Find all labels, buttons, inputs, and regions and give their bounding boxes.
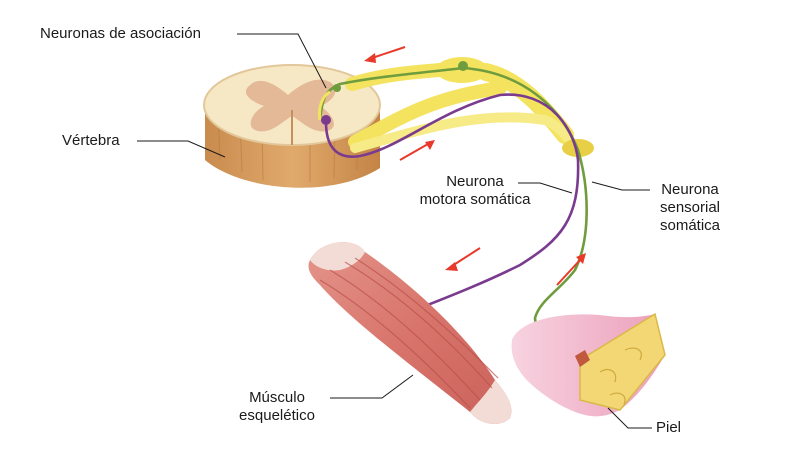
leader-sensory bbox=[591, 181, 650, 191]
muscle-tendon-top bbox=[310, 242, 365, 271]
label-skin: Piel bbox=[656, 419, 682, 436]
skeletal-muscle bbox=[308, 242, 512, 424]
arrow-ventral bbox=[399, 140, 435, 161]
ventral-root-extension bbox=[350, 112, 583, 157]
label-motor-neuron: Neurona motora somática bbox=[400, 173, 550, 209]
ventral-root bbox=[348, 81, 507, 149]
leader-skin bbox=[607, 407, 652, 429]
label-sensory-neuron: Neurona sensorial somática bbox=[650, 181, 730, 235]
motor-cell-body bbox=[321, 115, 331, 125]
label-muscle: Músculo esquelético bbox=[222, 389, 332, 425]
arrow-motor bbox=[445, 247, 481, 271]
label-motor-neuron-line2: motora somática bbox=[419, 191, 531, 208]
leader-vertebra bbox=[137, 140, 226, 158]
spinal-nerve bbox=[345, 57, 594, 157]
label-sensory-neuron-line2: sensorial bbox=[659, 199, 721, 216]
leader-association bbox=[237, 33, 327, 89]
label-sensory-neuron-line1: Neurona bbox=[661, 181, 719, 198]
gray-matter bbox=[245, 79, 336, 132]
label-vertebra: Vértebra bbox=[62, 132, 120, 149]
skin-section bbox=[511, 312, 666, 417]
label-association-neurons: Neuronas de asociación bbox=[40, 25, 201, 42]
association-neuron bbox=[318, 84, 341, 121]
skin-surface-layer bbox=[575, 350, 590, 367]
leader-muscle bbox=[330, 374, 414, 399]
association-axon bbox=[318, 90, 331, 121]
association-synapse bbox=[333, 84, 341, 92]
label-muscle-line1: Músculo bbox=[249, 389, 305, 406]
label-muscle-line2: esquelético bbox=[239, 407, 315, 424]
muscle-tendon-bottom bbox=[470, 380, 512, 424]
arrow-dorsal bbox=[364, 46, 406, 63]
motor-axon bbox=[324, 93, 580, 314]
skin-fat-cells bbox=[599, 347, 642, 405]
muscle-fibers bbox=[319, 257, 499, 409]
sensory-cell-body bbox=[458, 61, 468, 71]
leader-motor bbox=[518, 182, 573, 194]
arrow-sensory bbox=[556, 253, 586, 286]
skin-dermis-cut bbox=[579, 312, 666, 411]
leader-lines bbox=[137, 33, 652, 429]
label-sensory-neuron-line3: somática bbox=[659, 217, 721, 234]
direction-arrows bbox=[364, 46, 586, 286]
spinal-cord-texture bbox=[217, 111, 359, 182]
label-motor-neuron-line1: Neurona bbox=[446, 173, 504, 190]
